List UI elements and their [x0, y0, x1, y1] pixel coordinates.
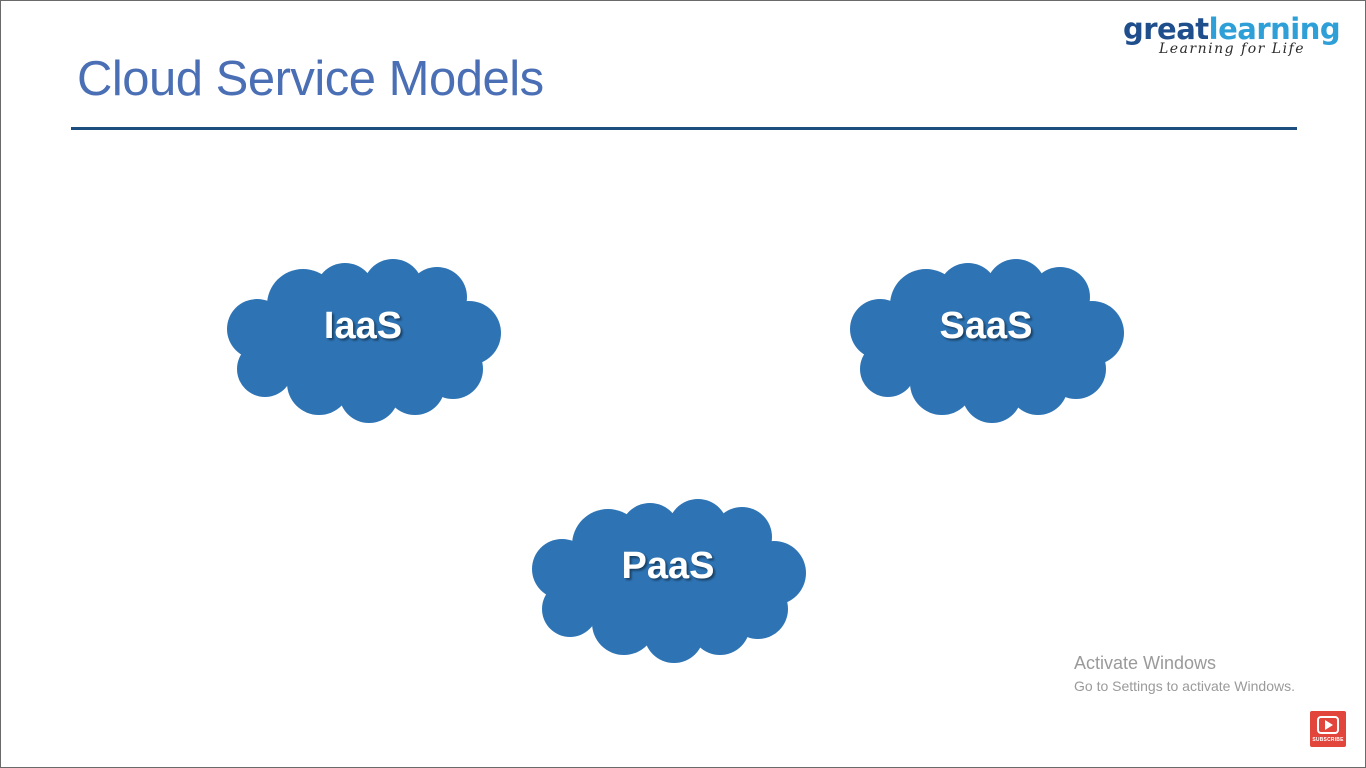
paas-label: PaaS [621, 545, 715, 587]
watermark-subtitle: Go to Settings to activate Windows. [1074, 678, 1295, 694]
iaas-cloud: IaaS [223, 257, 503, 425]
subscribe-label: SUBSCRIBE [1312, 737, 1344, 743]
logo-wordmark: greatlearning [1123, 11, 1341, 47]
page-title: Cloud Service Models [77, 52, 544, 106]
watermark-title: Activate Windows [1074, 653, 1217, 673]
logo-wordmark-learning: learning [1208, 12, 1341, 46]
paas-cloud: PaaS [528, 497, 808, 665]
play-icon [1317, 716, 1339, 734]
logo-tagline: Learning for Life [1159, 41, 1306, 57]
iaas-label: IaaS [323, 305, 403, 347]
greatlearning-logo: greatlearning Learning for Life [1119, 11, 1347, 61]
cloud-shape-icon [532, 499, 806, 663]
subscribe-button[interactable]: SUBSCRIBE [1310, 711, 1346, 747]
cloud-shape-icon [227, 259, 501, 423]
saas-label: SaaS [939, 305, 1033, 347]
cloud-shape-icon [850, 259, 1124, 423]
activate-windows-watermark: Activate Windows Go to Settings to activ… [1074, 652, 1295, 696]
title-divider [71, 127, 1297, 130]
saas-cloud: SaaS [846, 257, 1126, 425]
logo-wordmark-great: great [1123, 12, 1209, 46]
